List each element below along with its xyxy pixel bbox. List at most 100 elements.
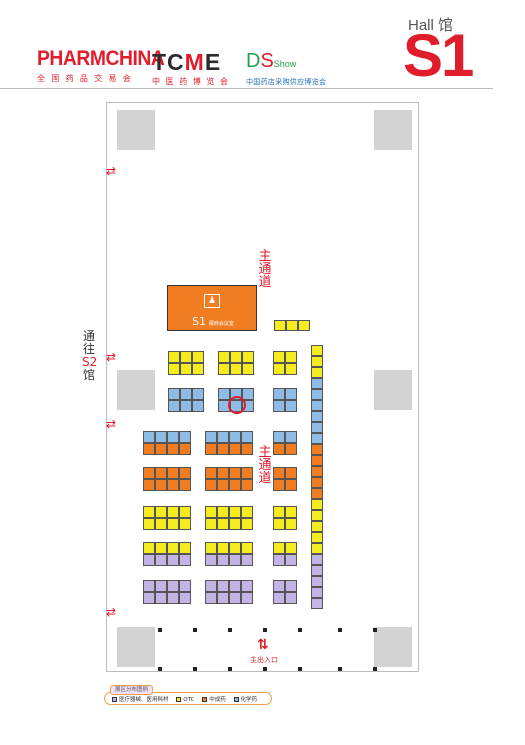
booth[interactable] <box>229 443 241 455</box>
booth[interactable] <box>273 351 285 363</box>
booth[interactable] <box>179 431 191 443</box>
booth[interactable] <box>179 479 191 491</box>
booth[interactable] <box>155 554 167 566</box>
booth[interactable] <box>143 554 155 566</box>
booth[interactable] <box>273 592 285 604</box>
booth[interactable] <box>273 431 285 443</box>
booth[interactable] <box>311 444 323 455</box>
booth[interactable] <box>218 388 230 400</box>
booth[interactable] <box>285 431 297 443</box>
booth[interactable] <box>311 378 323 389</box>
booth[interactable] <box>285 400 297 412</box>
booth[interactable] <box>241 506 253 518</box>
booth[interactable] <box>311 356 323 367</box>
booth[interactable] <box>167 443 179 455</box>
booth[interactable] <box>241 554 253 566</box>
booth[interactable] <box>311 466 323 477</box>
booth[interactable] <box>205 518 217 530</box>
booth[interactable] <box>242 351 254 363</box>
booth[interactable] <box>273 506 285 518</box>
booth[interactable] <box>179 542 191 554</box>
booth[interactable] <box>273 363 285 375</box>
booth[interactable] <box>229 592 241 604</box>
booth[interactable] <box>311 367 323 378</box>
booth[interactable] <box>273 580 285 592</box>
booth[interactable] <box>311 400 323 411</box>
booth[interactable] <box>155 518 167 530</box>
booth[interactable] <box>179 580 191 592</box>
booth[interactable] <box>180 351 192 363</box>
booth[interactable] <box>205 443 217 455</box>
booth[interactable] <box>205 554 217 566</box>
s1-meeting-room[interactable]: ♟ S1 展商会议室 <box>167 285 257 331</box>
booth[interactable] <box>205 506 217 518</box>
booth[interactable] <box>285 467 297 479</box>
booth[interactable] <box>168 363 180 375</box>
booth[interactable] <box>143 542 155 554</box>
booth[interactable] <box>311 422 323 433</box>
booth[interactable] <box>285 518 297 530</box>
booth[interactable] <box>205 542 217 554</box>
booth[interactable] <box>273 400 285 412</box>
booth[interactable] <box>217 518 229 530</box>
booth[interactable] <box>167 542 179 554</box>
booth[interactable] <box>241 467 253 479</box>
booth[interactable] <box>143 443 155 455</box>
booth[interactable] <box>311 565 323 576</box>
booth[interactable] <box>273 542 285 554</box>
booth[interactable] <box>155 506 167 518</box>
booth[interactable] <box>155 542 167 554</box>
booth[interactable] <box>285 388 297 400</box>
booth[interactable] <box>217 542 229 554</box>
booth[interactable] <box>229 518 241 530</box>
booth[interactable] <box>168 388 180 400</box>
booth[interactable] <box>217 506 229 518</box>
booth[interactable] <box>229 542 241 554</box>
booth[interactable] <box>241 479 253 491</box>
booth[interactable] <box>205 479 217 491</box>
booth[interactable] <box>241 580 253 592</box>
booth[interactable] <box>217 592 229 604</box>
booth[interactable] <box>273 554 285 566</box>
booth[interactable] <box>311 532 323 543</box>
booth[interactable] <box>285 363 297 375</box>
booth[interactable] <box>143 467 155 479</box>
booth[interactable] <box>285 443 297 455</box>
booth[interactable] <box>143 592 155 604</box>
booth[interactable] <box>241 542 253 554</box>
booth[interactable] <box>285 580 297 592</box>
booth[interactable] <box>192 388 204 400</box>
booth[interactable] <box>311 411 323 422</box>
booth[interactable] <box>179 506 191 518</box>
booth[interactable] <box>241 431 253 443</box>
booth[interactable] <box>286 320 298 331</box>
booth[interactable] <box>192 363 204 375</box>
booth[interactable] <box>273 388 285 400</box>
booth[interactable] <box>217 479 229 491</box>
booth[interactable] <box>217 580 229 592</box>
booth[interactable] <box>180 400 192 412</box>
booth[interactable] <box>311 477 323 488</box>
booth[interactable] <box>179 443 191 455</box>
booth[interactable] <box>155 467 167 479</box>
booth[interactable] <box>143 580 155 592</box>
booth[interactable] <box>179 518 191 530</box>
booth[interactable] <box>230 363 242 375</box>
booth[interactable] <box>167 518 179 530</box>
booth[interactable] <box>179 592 191 604</box>
booth[interactable] <box>167 431 179 443</box>
booth[interactable] <box>229 467 241 479</box>
booth[interactable] <box>298 320 310 331</box>
booth[interactable] <box>311 455 323 466</box>
booth[interactable] <box>241 443 253 455</box>
booth[interactable] <box>192 351 204 363</box>
booth[interactable] <box>311 510 323 521</box>
booth[interactable] <box>229 554 241 566</box>
booth[interactable] <box>167 580 179 592</box>
booth[interactable] <box>273 479 285 491</box>
booth[interactable] <box>229 506 241 518</box>
booth[interactable] <box>311 433 323 444</box>
booth[interactable] <box>143 518 155 530</box>
booth[interactable] <box>180 388 192 400</box>
booth[interactable] <box>155 431 167 443</box>
